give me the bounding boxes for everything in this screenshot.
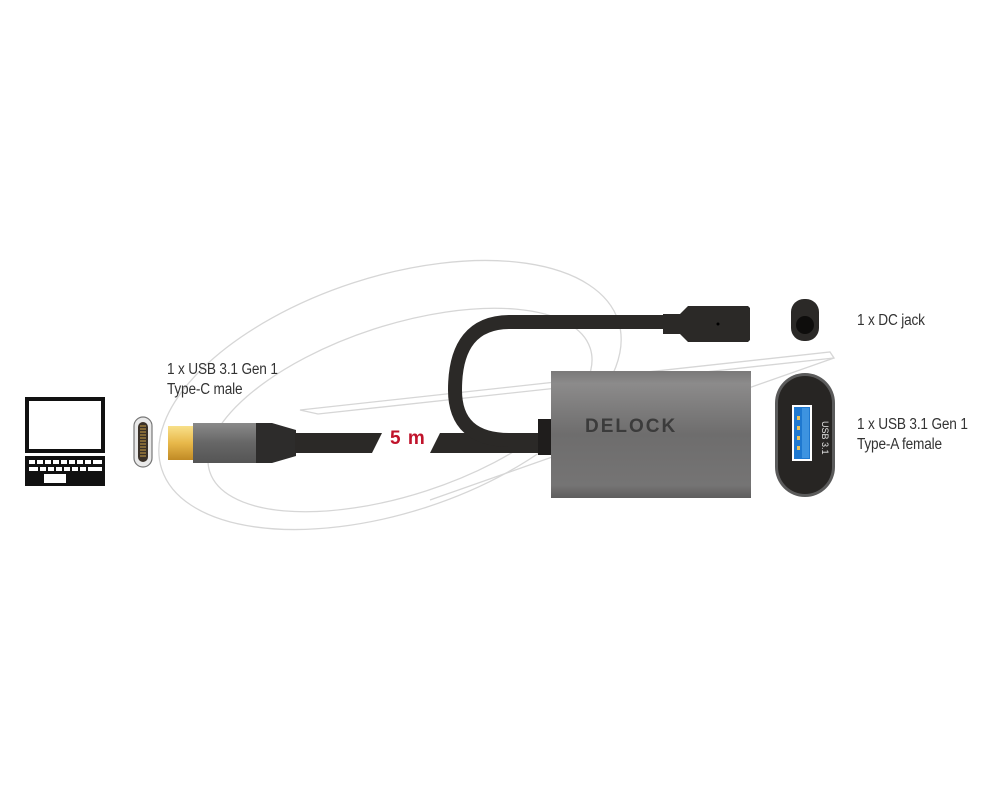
dc-jack-icon — [791, 299, 819, 341]
usb-c-label-line1: 1 x USB 3.1 Gen 1 — [167, 361, 278, 378]
usb-a-port-icon — [775, 373, 835, 497]
dc-jack-label-line1: 1 x DC jack — [857, 312, 925, 329]
dc-jack-label: 1 x DC jack — [857, 311, 925, 331]
usb-port-marking: USB 3.1 — [820, 421, 830, 455]
usb-a-label-line1: 1 x USB 3.1 Gen 1 — [857, 416, 968, 433]
usb-a-label-line2: Type-A female — [857, 436, 942, 453]
usb-a-label: 1 x USB 3.1 Gen 1 Type-A female — [857, 415, 968, 455]
cable-length-label: 5 m — [390, 428, 426, 449]
cable-assembly — [168, 306, 751, 498]
usb-c-label: 1 x USB 3.1 Gen 1 Type-C male — [167, 360, 278, 400]
usb-c-port-icon — [133, 416, 153, 468]
brand-logo: DELOCK — [585, 416, 678, 437]
usb-c-label-line2: Type-C male — [167, 381, 243, 398]
laptop-icon — [25, 397, 105, 486]
